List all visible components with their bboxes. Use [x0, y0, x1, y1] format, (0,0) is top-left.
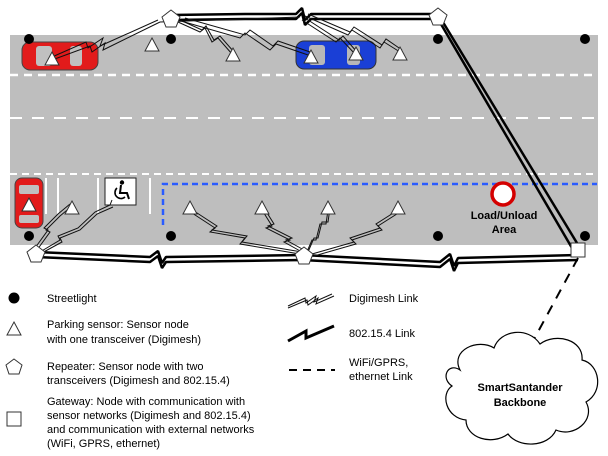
cloud-label-line2: Backbone	[494, 397, 547, 409]
legend-802-label: 802.15.4 Link	[349, 328, 416, 340]
legend-gateway-label-2: sensor networks (Digimesh and 802.15.4)	[47, 410, 251, 422]
legend-digimesh-label: Digimesh Link	[349, 293, 419, 305]
legend-sensor-symbol	[6, 320, 22, 336]
road	[10, 35, 598, 245]
repeater-node	[428, 7, 448, 26]
legend-repeater-label-1: Repeater: Sensor node with two	[47, 361, 204, 373]
link-wifi-gprs	[519, 257, 579, 366]
parking-bay-lines	[45, 178, 151, 214]
legend-streetlight-label: Streetlight	[47, 293, 97, 305]
repeater-node	[161, 9, 181, 28]
legend-sensor-label-2: with one transceiver (Digimesh)	[46, 334, 201, 346]
cloud-label-line1: SmartSantander	[478, 382, 564, 394]
repeater-node	[26, 244, 46, 263]
legend-gateway-label-4: (WiFi, GPRS, ethernet)	[47, 438, 160, 450]
backbone-cloud	[445, 331, 599, 445]
legend-repeater-label-2: transceivers (Digimesh and 802.15.4)	[47, 375, 230, 387]
legend-gateway-label-3: and communication with external networks	[47, 424, 255, 436]
wheelchair-icon	[104, 177, 137, 206]
load-area-label-line2: Area	[492, 224, 517, 236]
legend-wifi-label-2: ethernet Link	[349, 371, 413, 383]
load-zone-border	[161, 182, 597, 225]
legend-gateway-label-1: Gateway: Node with communication with	[47, 396, 245, 408]
legend-802-symbol	[287, 324, 335, 343]
streetlight-nodes	[24, 34, 590, 241]
repeater-node	[294, 246, 314, 265]
car-icon	[21, 41, 99, 71]
legend-sensor-label-1: Parking sensor: Sensor node	[47, 319, 189, 331]
legend-repeater-symbol	[5, 358, 23, 375]
legend-streetlight-symbol	[8, 292, 20, 304]
legend-digimesh-symbol	[287, 293, 335, 309]
legend-gateway-symbol	[6, 411, 22, 427]
no-entry-sign-icon	[490, 181, 516, 207]
legend-wifi-label-1: WiFi/GPRS,	[349, 357, 408, 369]
load-area-label-line1: Load/Unload	[471, 210, 538, 222]
gateway-node	[570, 242, 586, 258]
link-digimesh	[34, 13, 403, 257]
